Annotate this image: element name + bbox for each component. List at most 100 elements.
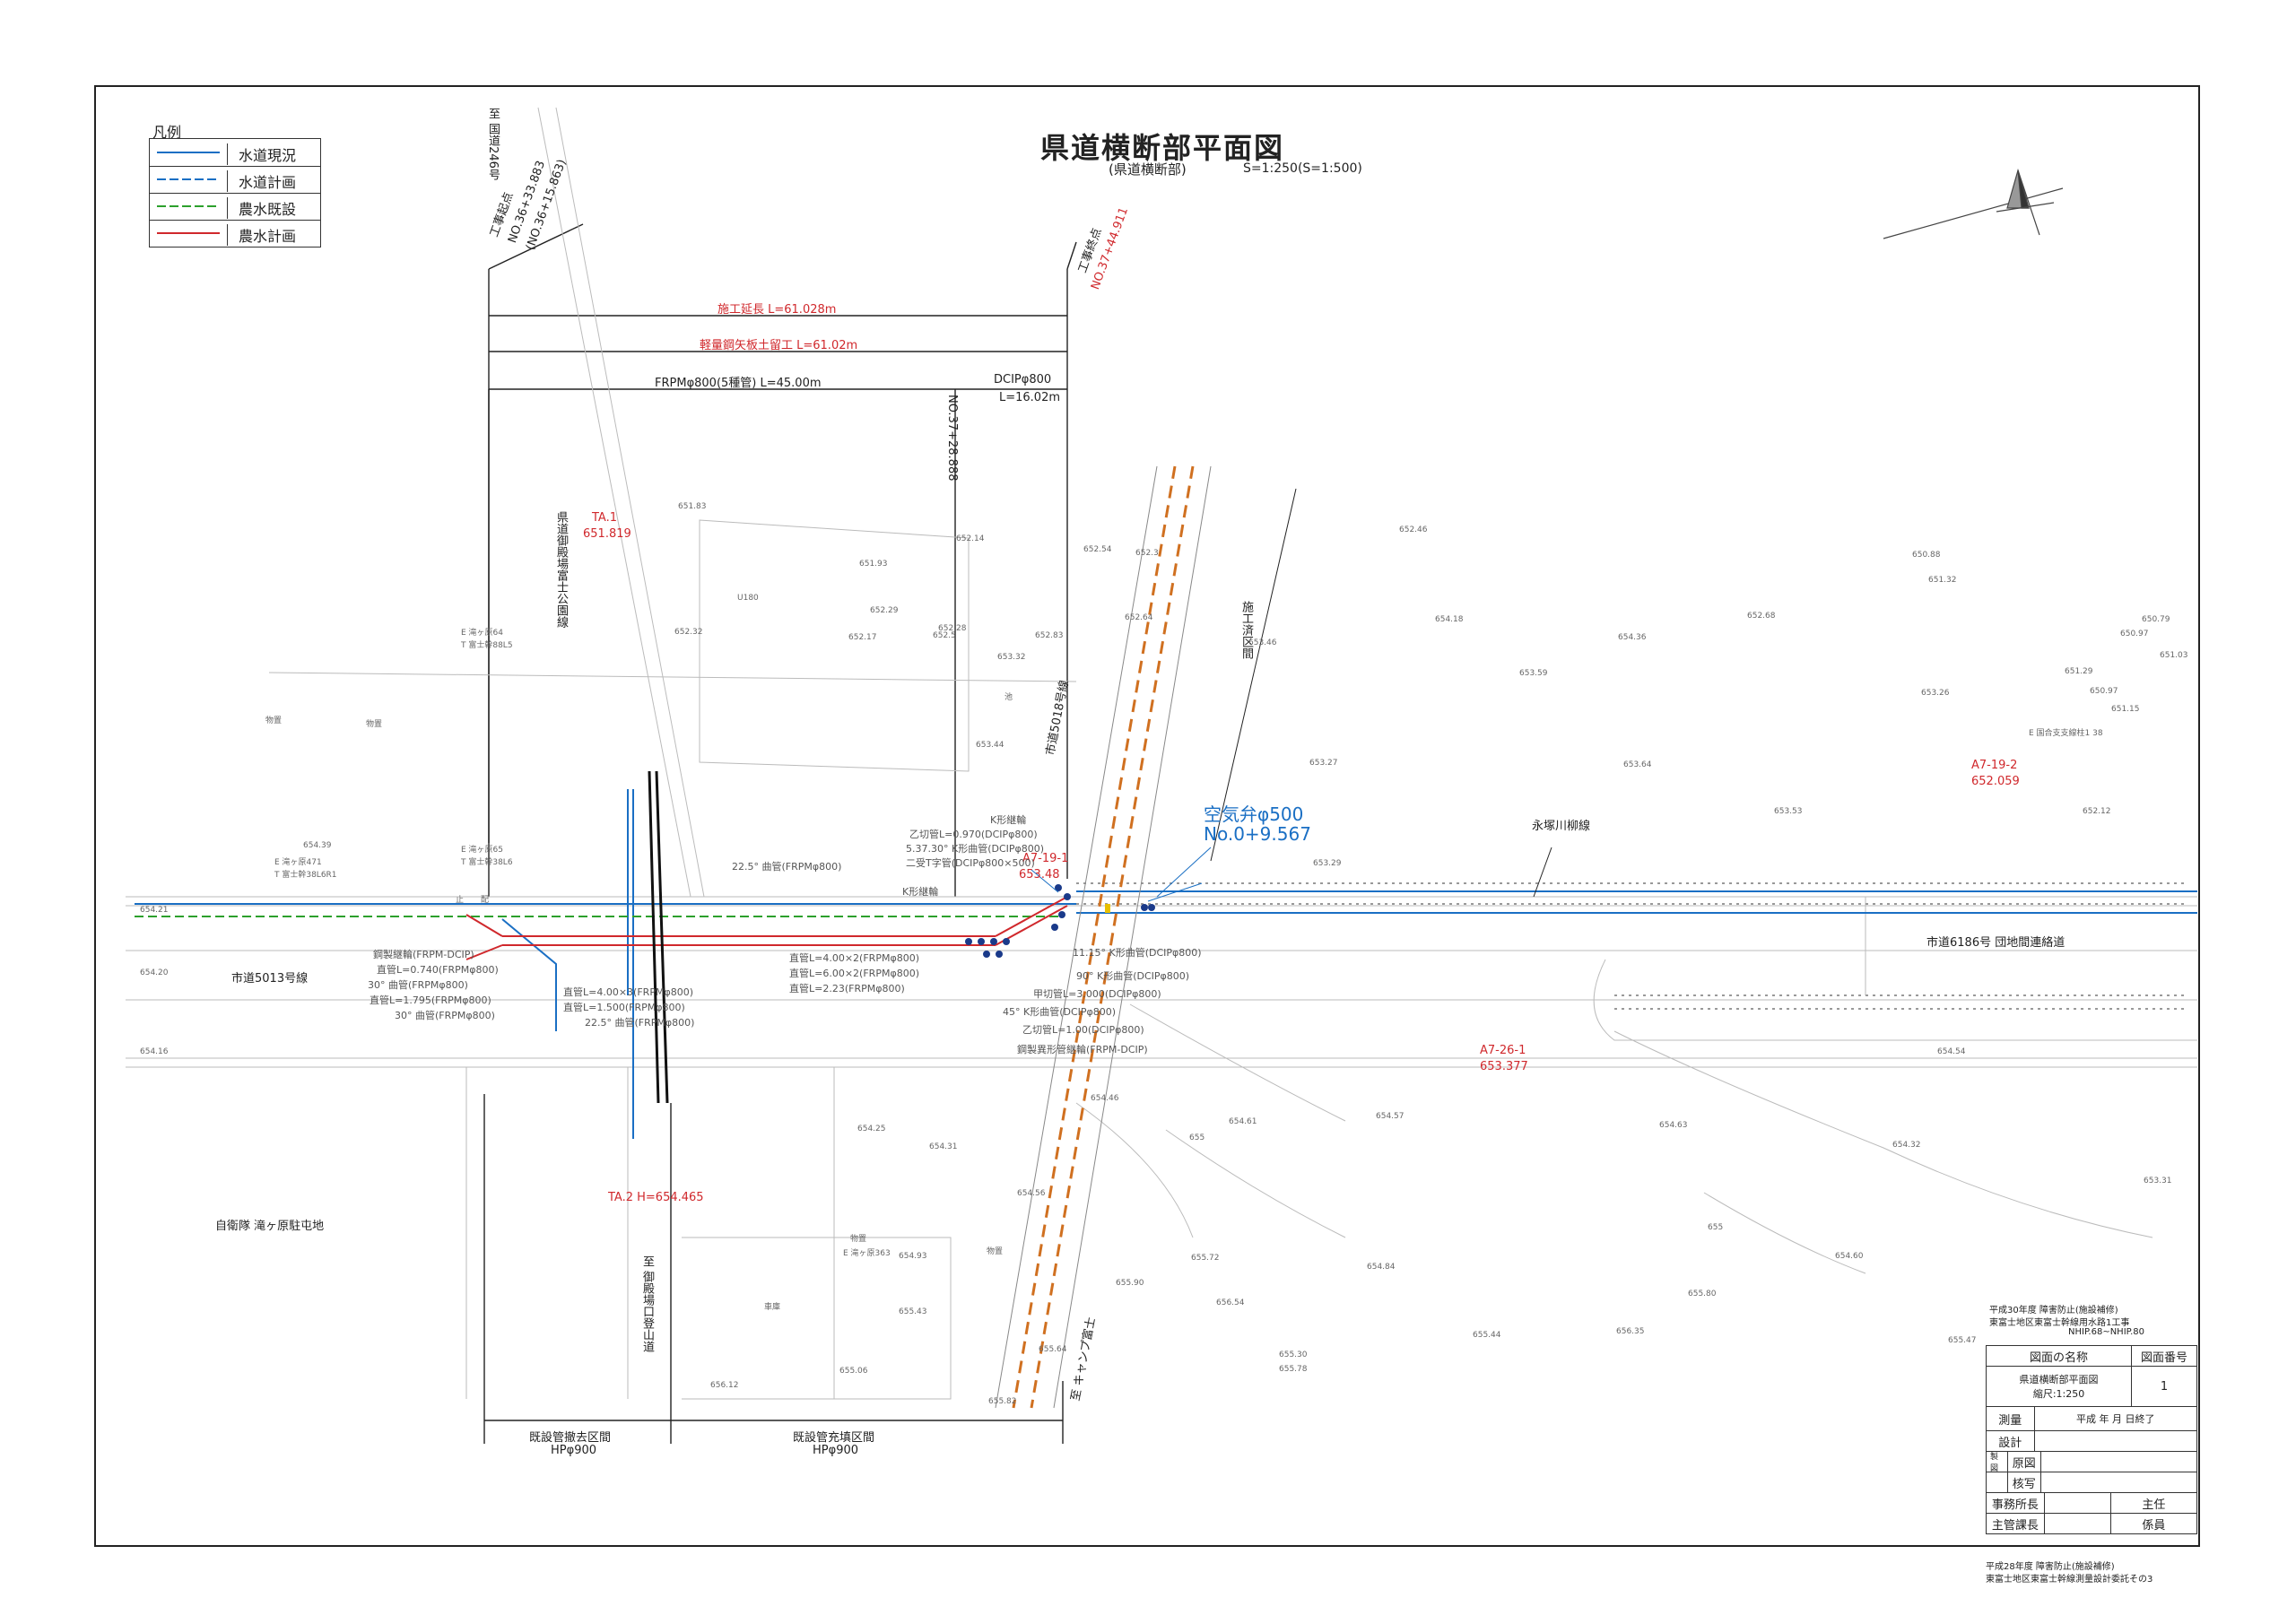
spot-elevation: 655.80 — [1688, 1290, 1717, 1298]
jsdf-area-label: 自衛隊 滝ヶ原駐屯地 — [215, 1220, 325, 1233]
spot-elevation: 655.43 — [899, 1307, 927, 1316]
prefectural-road-label: 県道御殿場富士公園線 — [554, 511, 568, 628]
marker: U180 — [737, 594, 759, 603]
tb-row: 測量 平成 年 月 日終了 — [1987, 1407, 2196, 1431]
building-label: 物置 — [366, 720, 383, 729]
spot-elevation: 653.32 — [997, 653, 1026, 662]
building-label: 物置 — [850, 1235, 867, 1244]
spot-elevation: 654.36 — [1618, 633, 1647, 642]
tb-empty — [2041, 1472, 2196, 1492]
spot-elevation: 653.31 — [2144, 1177, 2172, 1185]
agri-plan-swatch — [157, 232, 220, 234]
marker: E 滝ヶ原471 — [274, 858, 322, 867]
pipe-note: 11.15° K形曲管(DCIPφ800) — [1073, 947, 1202, 959]
construction-length: 施工延長 L=61.028m — [718, 303, 837, 317]
spot-elevation: 655.90 — [1116, 1279, 1144, 1288]
tb-survey: 測量 — [1987, 1407, 2035, 1430]
tb-drawing-name: 県道横断部平面図 — [2019, 1374, 2099, 1385]
pond-label: 池 — [1004, 693, 1013, 702]
tb-drawing: 県道横断部平面図 縮尺:1:250 — [1987, 1367, 2133, 1406]
building-label: 物置 — [987, 1247, 1004, 1256]
tb-drawing-scale: 縮尺:1:250 — [2032, 1388, 2085, 1400]
tb-empty — [2041, 1452, 2196, 1472]
tb-footer: 東富士地区東富士幹線測量設計委託その3 — [1986, 1575, 2153, 1585]
spot-elevation: 652.46 — [1399, 525, 1428, 534]
legend-item: 農水計画 — [150, 220, 320, 247]
spot-elevation: 652.3 — [1135, 549, 1159, 558]
spot-elevation: 655 — [1189, 1133, 1205, 1142]
spot-elevation: 650.88 — [1912, 551, 1941, 560]
title-block: 図面の名称 図面番号 県道横断部平面図 縮尺:1:250 1 測量 平成 年 月… — [1986, 1345, 2197, 1534]
pipe-note: 30° 曲管(FRPMφ800) — [395, 1010, 495, 1021]
pipe-note: 45° K形曲管(DCIPφ800) — [1003, 1006, 1117, 1018]
pipe-note: 直管L=0.740(FRPMφ800) — [377, 964, 499, 976]
spot-elevation: 655.47 — [1948, 1336, 1977, 1345]
tb-empty — [2045, 1493, 2111, 1513]
spot-elevation: 654.31 — [929, 1142, 958, 1151]
spot-elevation: 652.12 — [2083, 807, 2111, 816]
air-valve-station: No.0+9.567 — [1204, 823, 1311, 845]
spot-elevation: 656.12 — [710, 1381, 739, 1390]
tb-manager: 主管課長 — [1987, 1514, 2045, 1533]
a7-26-1-elevation: 653.377 — [1480, 1060, 1528, 1073]
spot-elevation: 656.35 — [1616, 1327, 1645, 1336]
spot-elevation: 653.26 — [1921, 689, 1950, 698]
pipe-note: 30° 曲管(FRPMφ800) — [368, 979, 468, 991]
spot-elevation: 651.93 — [859, 560, 888, 569]
tb-header: NHIP.68~NHIP.80 — [2068, 1327, 2145, 1337]
tb-row: 核写 — [1987, 1472, 2196, 1493]
tb-empty — [2045, 1514, 2111, 1533]
garage-label: 車庫 — [764, 1303, 781, 1312]
water-existing-swatch — [157, 152, 220, 153]
legend-label: 水道計画 — [227, 170, 328, 192]
spot-elevation: 651.29 — [2065, 667, 2093, 676]
spot-elevation: 653.29 — [1313, 859, 1342, 868]
legend-label: 農水計画 — [227, 224, 328, 246]
spot-elevation: 654.25 — [857, 1125, 886, 1133]
removal-pipe: HPφ900 — [551, 1444, 597, 1457]
legend-label: 水道現況 — [227, 143, 328, 165]
agri-existing-swatch — [157, 205, 220, 207]
pipe-note: 直管L=6.00×2(FRPMφ800) — [789, 968, 919, 979]
tb-design: 設計 — [1987, 1431, 2035, 1451]
tb-survey-date: 平成 年 月 日終了 — [2076, 1413, 2155, 1425]
fill-pipe: HPφ900 — [813, 1444, 859, 1457]
leader-lines — [1031, 847, 1212, 902]
city-road-6186-label: 市道6186号 団地間連絡道 — [1926, 936, 2066, 950]
pipe-note: 鋼製継輪(FRPM-DCIP) — [373, 949, 474, 960]
road-outlines — [126, 107, 2197, 1400]
legend-item: 水道現況 — [150, 139, 320, 167]
tb-chief: 主任 — [2142, 1498, 2166, 1512]
spot-elevation: 655.82 — [988, 1397, 1017, 1406]
spot-elevation: 654.20 — [140, 968, 169, 977]
pipe-note: 直管L=1.795(FRPMφ800) — [370, 994, 491, 1006]
pipe-note: 直管L=1.500(FRPMφ800) — [563, 1002, 685, 1013]
spot-elevation: 655 — [1708, 1223, 1724, 1232]
spot-elevation: 654.84 — [1367, 1263, 1396, 1272]
pipe-note: 二受T字管(DCIPφ800×500) — [906, 857, 1035, 869]
tb-header: 東富士地区東富士幹線用水路1工事 — [1989, 1318, 2130, 1328]
spot-elevation: 653.27 — [1309, 759, 1338, 768]
spot-elevation: 650.79 — [2142, 615, 2170, 624]
mid-station: NO.37+28.888 — [945, 395, 959, 482]
a7-19-2-label: A7-19-2 — [1971, 759, 2018, 772]
removal-section: 既設管撤去区間 — [529, 1431, 612, 1445]
spot-elevation: 652.32 — [674, 628, 703, 637]
spot-elevation: 654.39 — [303, 841, 332, 850]
tb-row: 事務所長 主任 — [1987, 1493, 2196, 1514]
ta1-elevation: 651.819 — [583, 527, 631, 541]
legend-heading: 凡例 — [152, 124, 182, 141]
spot-elevation: 651.32 — [1928, 576, 1957, 585]
tb-staff: 係員 — [2142, 1518, 2166, 1533]
spot-elevation: 655.44 — [1473, 1331, 1501, 1340]
agri-plan-line — [465, 896, 1068, 960]
legend-label: 農水既設 — [227, 197, 328, 219]
air-valve-label: 空気弁φ500 — [1204, 803, 1304, 825]
spot-elevation: 650.97 — [2120, 630, 2149, 638]
bottom-dimension — [483, 1094, 1064, 1444]
spot-elevation: 652.17 — [848, 633, 877, 642]
pipe-note: 90° K形曲管(DCIPφ800) — [1076, 970, 1190, 982]
city-road-5013-label: 市道5013号線 — [231, 972, 309, 986]
a7-19-1-label: A7-19-1 — [1022, 852, 1069, 865]
spot-elevation: 654.32 — [1892, 1141, 1921, 1150]
